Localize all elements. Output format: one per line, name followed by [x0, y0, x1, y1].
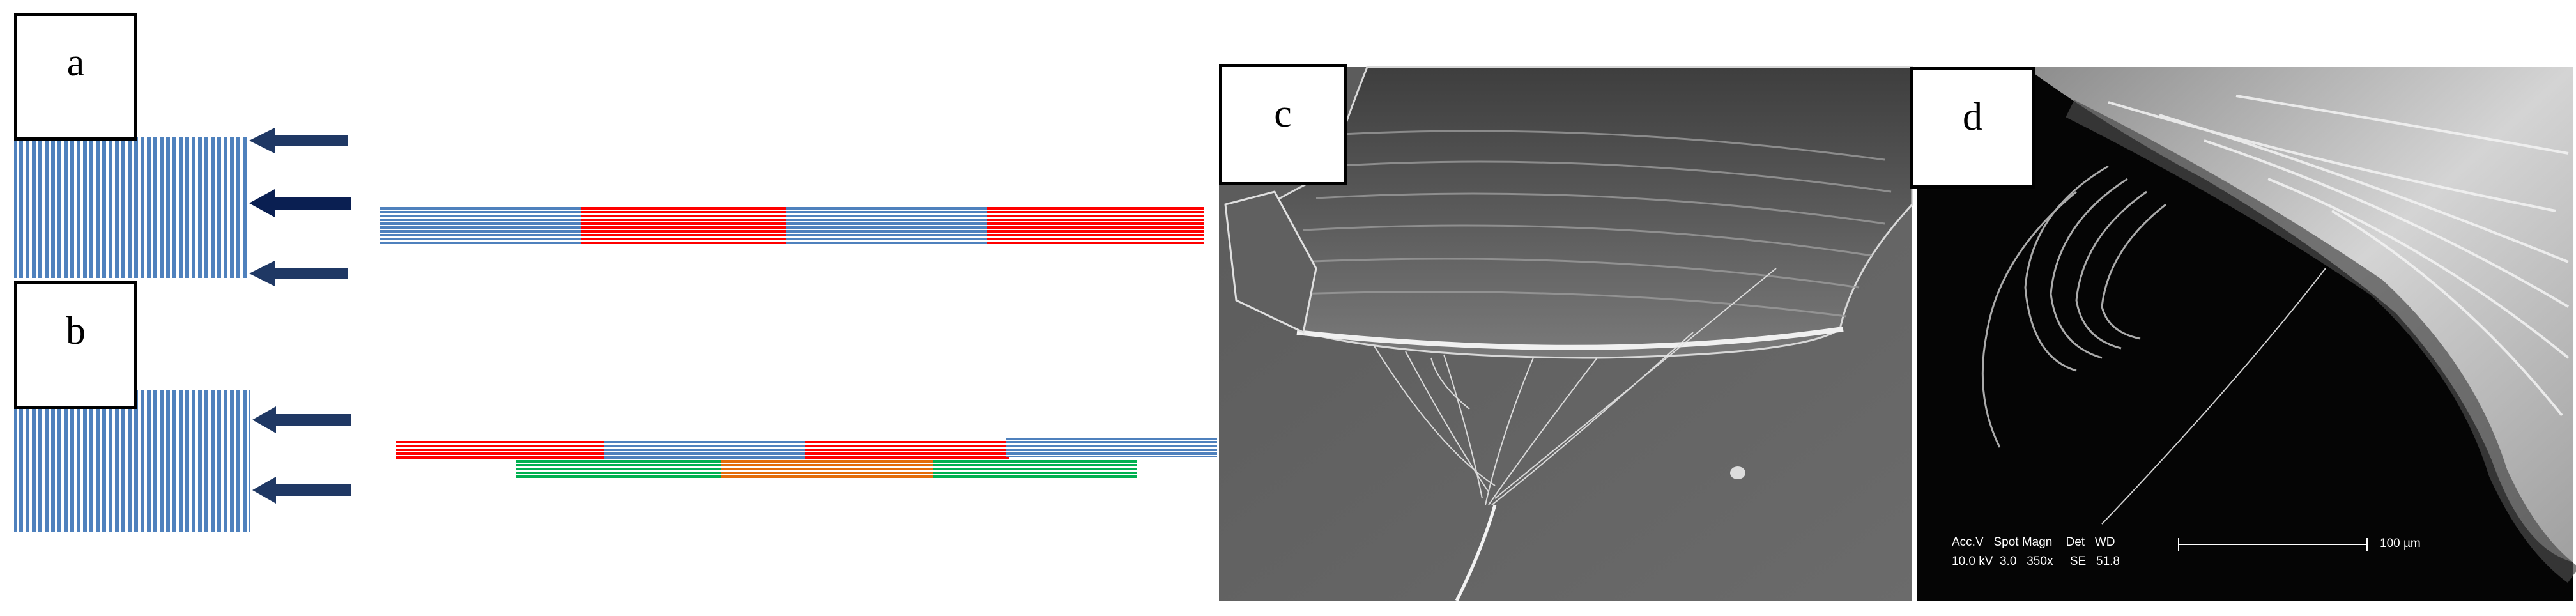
arrow-b-top: [252, 406, 351, 433]
arrow-a-bottom: [249, 261, 348, 286]
arrow-b-bottom: [252, 477, 351, 504]
panel-label-d: d: [1910, 67, 2035, 189]
fiber-bundle-b: [14, 390, 250, 532]
scale-bar-label: 100 µm: [2380, 537, 2421, 550]
panel-label-a: a: [14, 13, 137, 141]
sem-info-values: 10.0 kV 3.0 350x SE 51.8: [1952, 555, 2120, 568]
segment-row-b-upper: [396, 438, 1217, 459]
segment-row-a: [380, 206, 1204, 245]
fiber-bundle-a: [14, 137, 249, 278]
panel-label-c: c: [1219, 64, 1347, 185]
scale-bar: [2178, 538, 2368, 551]
segment-row-b-lower: [516, 459, 1137, 479]
arrow-a-middle: [249, 189, 351, 217]
arrow-a-top: [249, 128, 348, 153]
panel-label-b: b: [14, 281, 137, 409]
sem-info-header: Acc.V Spot Magn Det WD: [1952, 535, 2115, 549]
